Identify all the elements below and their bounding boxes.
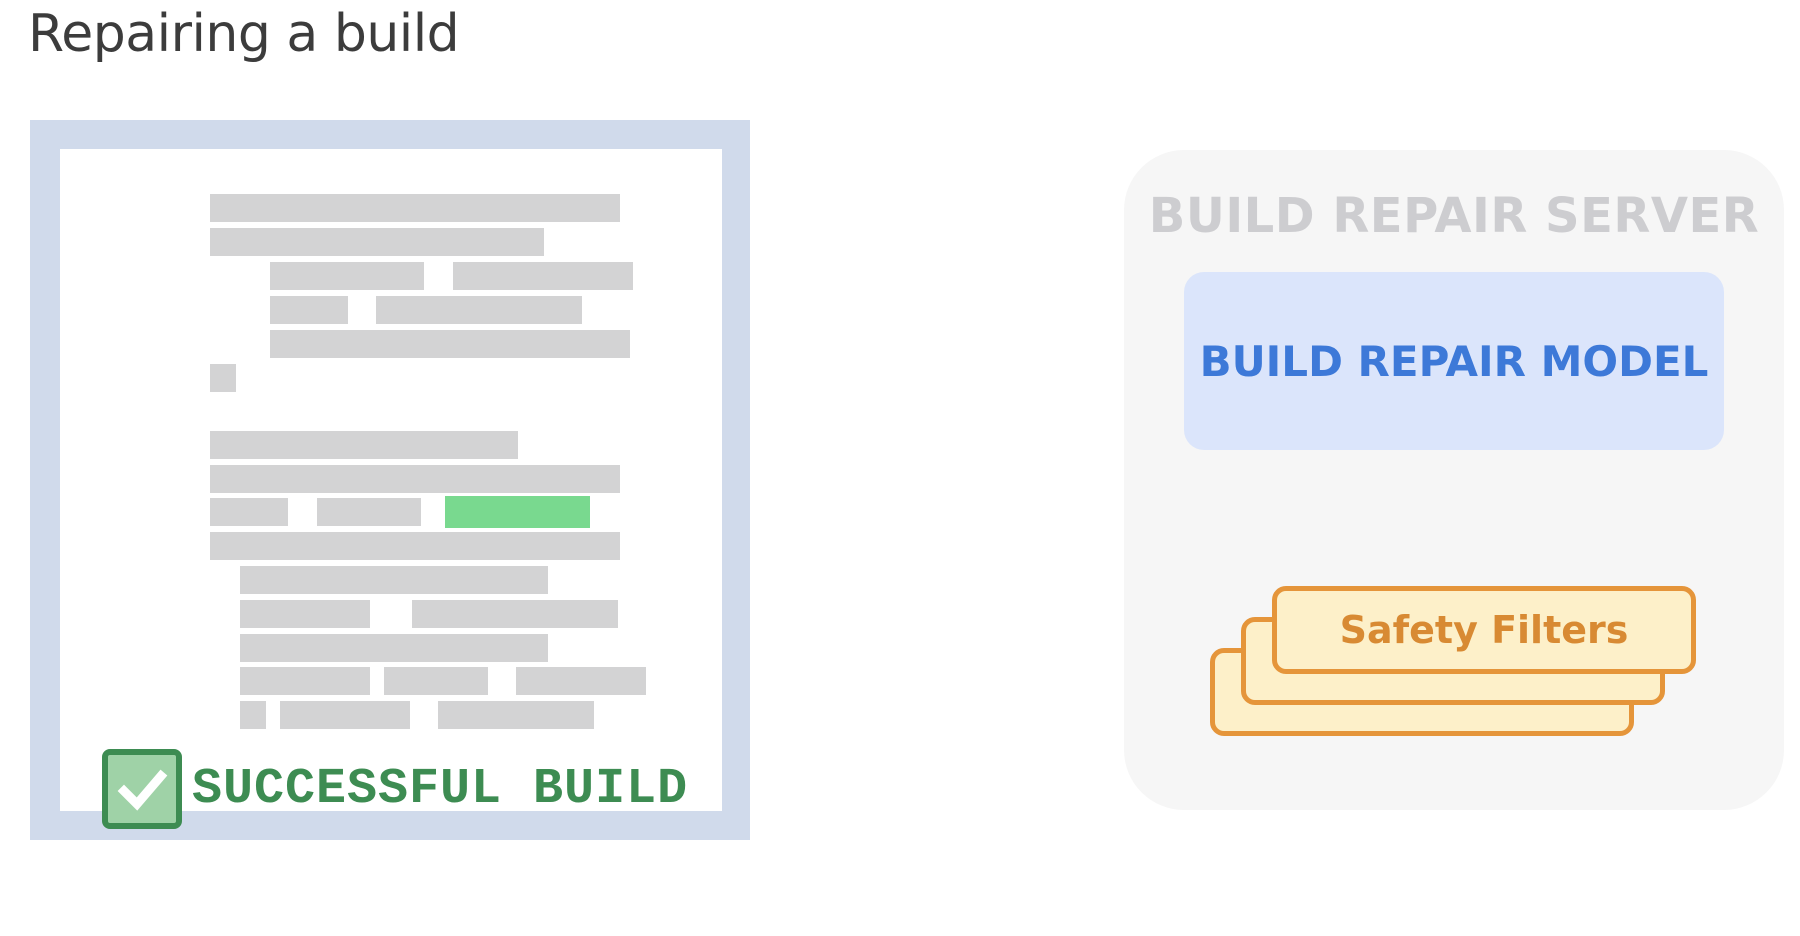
code-line [280,701,410,729]
build-status: SUCCESSFUL BUILD [102,749,688,829]
build-log-document: SUCCESSFUL BUILD [30,120,750,840]
code-line [240,600,370,628]
code-line [210,498,288,526]
code-line [384,667,488,695]
checkmark-icon [102,749,182,829]
code-line [412,600,618,628]
code-line [438,701,594,729]
code-line [270,296,348,324]
build-repair-model: BUILD REPAIR MODEL [1184,272,1724,450]
build-repair-server: BUILD REPAIR SERVER BUILD REPAIR MODEL S… [1124,150,1784,810]
code-line-fixed-highlight [445,496,590,528]
code-line [210,194,620,222]
code-line [270,330,630,358]
model-label: BUILD REPAIR MODEL [1199,336,1709,386]
code-line [210,532,620,560]
code-line [210,465,620,493]
slide-title: Repairing a build [28,4,460,64]
code-line [317,498,421,526]
code-line [516,667,646,695]
code-line [210,364,236,392]
code-line [270,262,424,290]
server-title: BUILD REPAIR SERVER [1148,188,1760,244]
code-line [240,667,370,695]
build-log-page: SUCCESSFUL BUILD [60,149,722,829]
code-line [210,228,544,256]
code-line [240,701,266,729]
code-line [376,296,582,324]
code-line [210,431,518,459]
code-line [453,262,633,290]
code-line [240,634,548,662]
code-line [240,566,548,594]
safety-filters-label: Safety Filters [1339,608,1629,652]
safety-filter-card-front: Safety Filters [1272,586,1696,674]
build-status-label: SUCCESSFUL BUILD [192,760,689,818]
